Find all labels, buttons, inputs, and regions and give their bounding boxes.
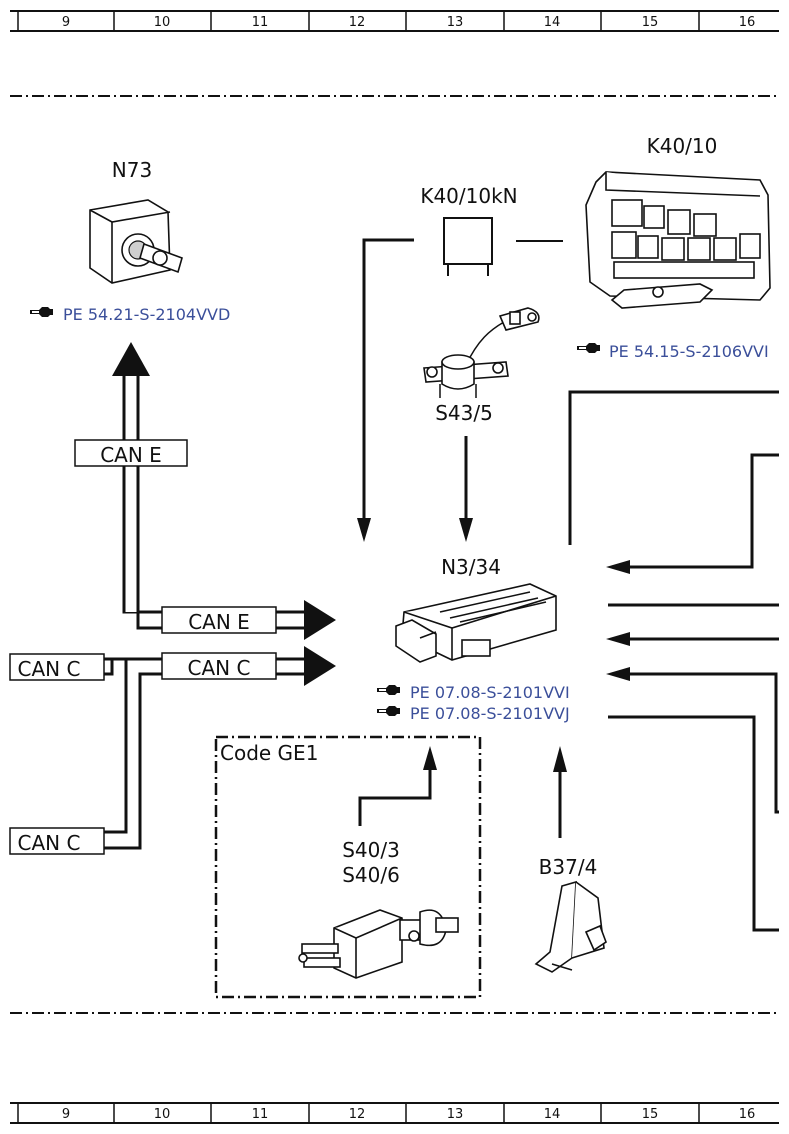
- n3-34-ref2-hand-icon: [377, 706, 400, 716]
- ruler-col-11: 11: [252, 15, 269, 30]
- k40-10-fuse-box-drawing: [585, 171, 771, 309]
- ruler-bottom-col-16: 16: [739, 1107, 756, 1122]
- n3-34-label: N3/34: [441, 555, 501, 579]
- n73-ref-hand-icon: [30, 307, 53, 317]
- k40-10kn-label: K40/10kN: [420, 184, 517, 208]
- can-c-to-n3-34-bus: [104, 646, 336, 850]
- ruler-bottom-col-13: 13: [447, 1107, 464, 1122]
- n73-label: N73: [112, 158, 152, 182]
- b37-4-label: B37/4: [539, 855, 598, 879]
- k40-10-ref-link[interactable]: PE 54.15-S-2106VVI: [609, 342, 769, 361]
- ruler-bottom-col-14: 14: [544, 1107, 561, 1122]
- right-line-4-arrow-in: [606, 632, 779, 646]
- b37-4-to-n3-34-arrow: [553, 746, 567, 838]
- can-c-mid-label-box: [161, 652, 277, 680]
- n3-34-control-unit-drawing: [395, 583, 557, 663]
- right-line-2-arrow-in: [606, 453, 779, 574]
- ruler-col-10: 10: [154, 15, 171, 30]
- right-line-6: [608, 715, 779, 932]
- top-ruler: 9 10 11 12 13 14 15 16: [10, 10, 779, 32]
- right-line-5-arrow-in: [606, 667, 779, 814]
- b37-4-pedal-drawing: [534, 880, 607, 973]
- bottom-ruler: 9 10 11 12 13 14 15 16: [10, 1102, 779, 1124]
- code-ge1-label: Code GE1: [220, 741, 318, 765]
- can-c-left-label: CAN C: [18, 657, 81, 681]
- ruler-col-14: 14: [544, 15, 561, 30]
- ruler-bottom-col-9: 9: [62, 1107, 70, 1122]
- ruler-col-9: 9: [62, 15, 70, 30]
- k40-10-ref-hand-icon: [577, 343, 600, 353]
- ruler-col-13: 13: [447, 15, 464, 30]
- ruler-bottom-col-12: 12: [349, 1107, 366, 1122]
- n3-34-ref2-link[interactable]: PE 07.08-S-2101VVJ: [410, 704, 570, 723]
- can-e-to-n3-34-bus: [276, 600, 336, 640]
- n73-ignition-lock-drawing: [89, 199, 183, 284]
- s40-switch-drawing: [298, 909, 459, 979]
- n3-34-ref1-hand-icon: [377, 685, 400, 695]
- can-c-bottom-label-box: [9, 827, 105, 855]
- ruler-col-15: 15: [642, 15, 659, 30]
- ruler-col-16: 16: [739, 15, 756, 30]
- k40-10kn-to-n3-34-arrow: [357, 238, 414, 542]
- can-e-upper-label: CAN E: [100, 443, 162, 467]
- s43-5-to-n3-34-arrow: [459, 436, 473, 542]
- can-e-upper-label-box: [74, 439, 188, 467]
- can-e-lower-label: CAN E: [188, 610, 250, 634]
- s40-6-label: S40/6: [342, 863, 400, 887]
- can-c-mid-label: CAN C: [188, 656, 251, 680]
- can-c-left-label-box: [9, 653, 105, 681]
- can-c-bottom-label: CAN C: [18, 831, 81, 855]
- s43-5-switch-drawing: [423, 307, 540, 398]
- code-ge1-dashed-box: [214, 735, 482, 999]
- ruler-bottom-col-15: 15: [642, 1107, 659, 1122]
- n3-34-ref1-link[interactable]: PE 07.08-S-2101VVI: [410, 683, 570, 702]
- s40-3-label: S40/3: [342, 838, 400, 862]
- can-e-lower-label-box: [161, 606, 277, 634]
- s43-5-label: S43/5: [435, 401, 493, 425]
- can-e-to-n73-bus: [112, 342, 162, 630]
- ruler-bottom-col-11: 11: [252, 1107, 269, 1122]
- k40-10-label: K40/10: [647, 134, 718, 158]
- ruler-bottom-col-10: 10: [154, 1107, 171, 1122]
- ruler-col-12: 12: [349, 15, 366, 30]
- k40-10kn-relay-symbol: [443, 217, 493, 276]
- s40-to-n3-34-arrow: [358, 746, 437, 826]
- n73-ref-link[interactable]: PE 54.21-S-2104VVD: [63, 305, 230, 324]
- right-line-1: [568, 390, 779, 545]
